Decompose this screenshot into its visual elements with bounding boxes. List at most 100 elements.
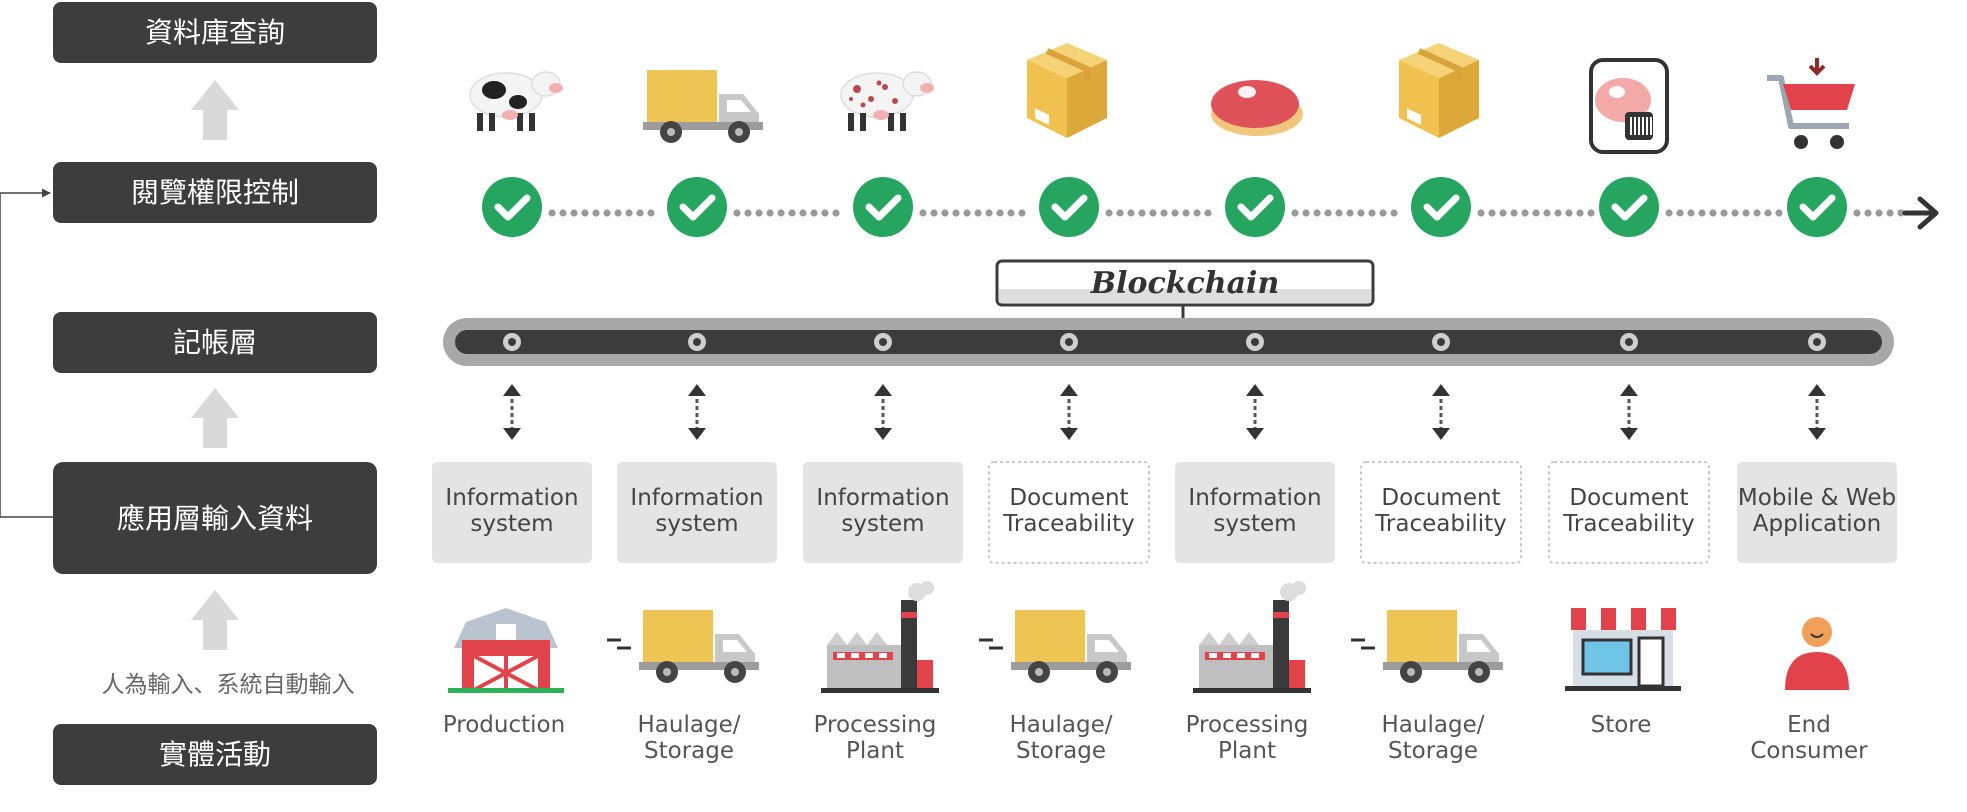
activity-label-line1: Processing bbox=[1186, 712, 1309, 738]
timeline-dot bbox=[570, 209, 578, 217]
bidirectional-arrow-icon bbox=[874, 384, 892, 440]
up-arrow-icon bbox=[191, 80, 239, 140]
activity-label-line1: Haulage/ bbox=[1382, 712, 1485, 738]
system-label-line2: Traceability bbox=[1002, 511, 1135, 537]
activity-label-line1: Processing bbox=[814, 712, 937, 738]
timeline-dot bbox=[1302, 209, 1310, 217]
timeline-dot bbox=[996, 209, 1004, 217]
layer-application: 應用層輸入資料 bbox=[53, 462, 377, 574]
check-icon bbox=[667, 177, 727, 237]
bidirectional-arrow-icon bbox=[1432, 384, 1450, 440]
layer-query: 資料庫查詢 bbox=[53, 2, 377, 63]
timeline-dot bbox=[832, 209, 840, 217]
system-label-line1: Information bbox=[816, 485, 949, 511]
timeline-dot bbox=[1720, 209, 1728, 217]
timeline-dot bbox=[1775, 209, 1783, 217]
timeline-dot bbox=[1532, 209, 1540, 217]
timeline-dot bbox=[1753, 209, 1761, 217]
timeline-dot bbox=[1764, 209, 1772, 217]
timeline-dot bbox=[1138, 209, 1146, 217]
timeline-dot bbox=[1665, 209, 1673, 217]
barn-icon bbox=[448, 608, 564, 693]
timeline-dot bbox=[603, 209, 611, 217]
box-icon bbox=[1399, 43, 1479, 138]
timeline-dot bbox=[1007, 209, 1015, 217]
timeline-dot bbox=[1565, 209, 1573, 217]
timeline-dot bbox=[963, 209, 971, 217]
timeline-dot bbox=[974, 209, 982, 217]
activity-label-line1: Haulage/ bbox=[638, 712, 741, 738]
activity-label-line2: Storage bbox=[1016, 738, 1106, 764]
feedback-connector bbox=[0, 188, 53, 518]
timeline-dot bbox=[1379, 209, 1387, 217]
timeline-dot bbox=[1149, 209, 1157, 217]
timeline-dot bbox=[766, 209, 774, 217]
spotted-cow-icon bbox=[840, 71, 934, 131]
timeline-dot bbox=[1676, 209, 1684, 217]
check-icon bbox=[482, 177, 542, 237]
timeline-arrow-icon bbox=[1902, 196, 1939, 230]
timeline-dot bbox=[1357, 209, 1365, 217]
timeline-dot bbox=[1116, 209, 1124, 217]
activity-label-line1: Production bbox=[443, 712, 565, 738]
factory-icon bbox=[1193, 581, 1311, 693]
timeline-dot bbox=[1171, 209, 1179, 217]
timeline-dot bbox=[1499, 209, 1507, 217]
box-icon bbox=[1027, 43, 1107, 138]
layer-ledger-label: 記帳層 bbox=[173, 326, 257, 359]
meat-label-icon bbox=[1589, 58, 1669, 154]
timeline-dot bbox=[799, 209, 807, 217]
blockchain-label: Blockchain bbox=[1090, 266, 1280, 301]
top-icon-row bbox=[469, 43, 1855, 154]
timeline-dot bbox=[930, 209, 938, 217]
timeline-dot bbox=[1864, 209, 1872, 217]
timeline-dot bbox=[733, 209, 741, 217]
activity-label-line1: End bbox=[1787, 712, 1831, 738]
truck-icon bbox=[643, 70, 763, 143]
timeline-dot bbox=[1886, 209, 1894, 217]
activity-label-line2: Plant bbox=[1218, 738, 1276, 764]
activity-label-line2: Plant bbox=[846, 738, 904, 764]
bidirectional-arrow-icon bbox=[1246, 384, 1264, 440]
timeline-dot bbox=[1193, 209, 1201, 217]
system-label-line1: Document bbox=[1009, 485, 1128, 511]
timeline-dot bbox=[755, 209, 763, 217]
timeline-dot bbox=[559, 209, 567, 217]
timeline-dot bbox=[592, 209, 600, 217]
bidirectional-arrow-icon bbox=[1620, 384, 1638, 440]
layer-access-control-label: 閱覽權限控制 bbox=[131, 176, 299, 209]
layer-application-label: 應用層輸入資料 bbox=[117, 502, 313, 535]
timeline-dot bbox=[1324, 209, 1332, 217]
bidirectional-arrow-icon bbox=[1808, 384, 1826, 440]
timeline-dot bbox=[1291, 209, 1299, 217]
timeline-dot bbox=[1587, 209, 1595, 217]
bidirectional-arrow-icon bbox=[503, 384, 521, 440]
timeline-dot bbox=[1127, 209, 1135, 217]
bidirectional-arrow-icon bbox=[1060, 384, 1078, 440]
timeline-dot bbox=[744, 209, 752, 217]
timeline-dot bbox=[647, 209, 655, 217]
system-label-line1: Information bbox=[1188, 485, 1321, 511]
timeline-dot bbox=[821, 209, 829, 217]
blockchain-label-box: Blockchain bbox=[995, 259, 1375, 307]
system-label-line2: system bbox=[470, 511, 553, 537]
timeline-dot bbox=[1554, 209, 1562, 217]
system-label-line1: Mobile & Web bbox=[1738, 485, 1896, 511]
timeline-dot bbox=[1698, 209, 1706, 217]
bidirectional-arrow-icon bbox=[688, 384, 706, 440]
layer-access-control: 閱覽權限控制 bbox=[53, 162, 377, 223]
timeline-dot bbox=[1521, 209, 1529, 217]
check-icon bbox=[1039, 177, 1099, 237]
timeline-dot bbox=[1875, 209, 1883, 217]
